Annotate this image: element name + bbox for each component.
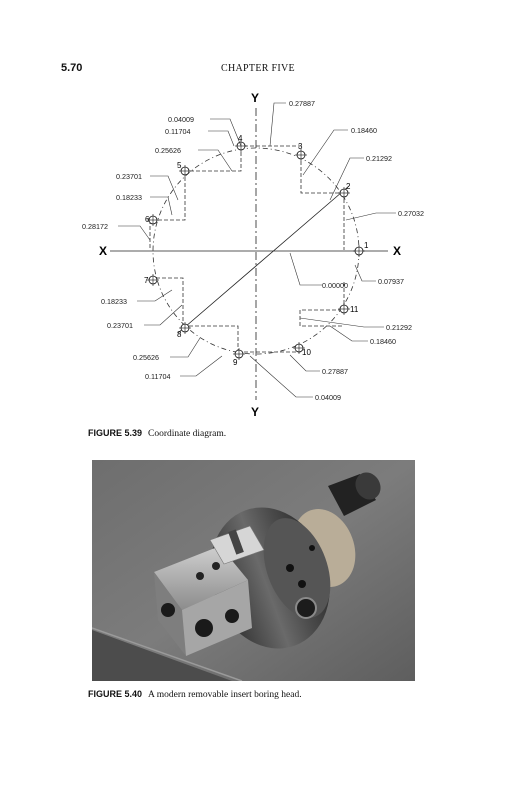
dim-0-21292-bottom: 0.21292 [386,323,412,332]
hole-number-11: 11 [350,305,359,314]
dimension-values: 0.27887 0.04009 0.11704 0.25626 0.23701 … [82,99,424,402]
x-axis-label-right: X [393,244,401,258]
hole-5-icon [179,165,191,177]
hole-number-5: 5 [177,161,182,170]
dim-0-00000: 0.00000 [322,281,348,290]
hole-number-1: 1 [364,241,369,250]
hole-number-8: 8 [177,330,182,339]
page-number: 5.70 [61,62,83,74]
hole-6-icon [147,214,159,226]
y-axis-label-top: Y [251,91,259,105]
dim-0-27887-bottom: 0.27887 [322,367,348,376]
dim-0-27032: 0.27032 [398,209,424,218]
dim-0-23701-top: 0.23701 [116,172,142,181]
hole-number-9: 9 [233,358,238,367]
x-axis-label-left: X [99,244,107,258]
holes [147,140,365,360]
hole-9-icon [233,348,245,360]
hole-10-icon [293,342,305,354]
figure-5-40-text: A modern removable insert boring head. [148,690,302,700]
figure-5-39-label: FIGURE 5.39 [88,428,143,438]
dim-0-04009-bottom: 0.04009 [315,393,341,402]
y-axis-label-bottom: Y [251,405,259,419]
hole-11-icon [338,303,350,315]
dim-0-18460-top: 0.18460 [351,126,377,135]
hole-number-4: 4 [238,134,243,143]
hole-number-6: 6 [145,215,150,224]
figure-5-40-label: FIGURE 5.40 [88,689,143,699]
diagonal-line [177,185,350,334]
dim-0-18460-bottom: 0.18460 [370,337,396,346]
hole-number-2: 2 [346,182,351,191]
hole-8-icon [179,322,191,334]
dim-0-04009-top: 0.04009 [168,115,194,124]
coordinate-diagram: X X Y Y 1 2 3 4 5 6 7 8 9 [82,91,424,419]
dim-0-07937: 0.07937 [378,277,404,286]
hole-7-icon [147,274,159,286]
dim-0-21292-top: 0.21292 [366,154,392,163]
figure-5-39-caption: FIGURE 5.39 Coordinate diagram. [88,428,226,439]
hole-number-10: 10 [302,348,311,357]
dim-0-27887-top: 0.27887 [289,99,315,108]
dim-0-11704-bottom: 0.11704 [145,372,170,381]
hole-number-7: 7 [144,276,149,285]
dim-0-18233-bottom: 0.18233 [101,297,127,306]
hole-number-3: 3 [298,142,303,151]
dim-0-28172: 0.28172 [82,222,108,231]
figure-5-39-text: Coordinate diagram. [148,429,227,439]
figure-5-40-caption: FIGURE 5.40 A modern removable insert bor… [88,689,302,700]
chapter-title: CHAPTER FIVE [221,63,295,74]
dimension-lines [149,145,345,353]
leader-lines [118,102,396,398]
boring-head-photo [92,460,415,681]
hole-3-icon [295,149,307,161]
dim-0-25626-top: 0.25626 [155,146,181,155]
hole-number-labels: 1 2 3 4 5 6 7 8 9 10 11 [144,134,369,367]
dim-0-11704-top: 0.11704 [165,127,190,136]
dim-0-18233-top: 0.18233 [116,193,142,202]
dim-0-25626-bottom: 0.25626 [133,353,159,362]
dim-0-23701-bottom: 0.23701 [107,321,133,330]
hole-1-icon [353,245,365,257]
hole-2-icon [338,187,350,199]
